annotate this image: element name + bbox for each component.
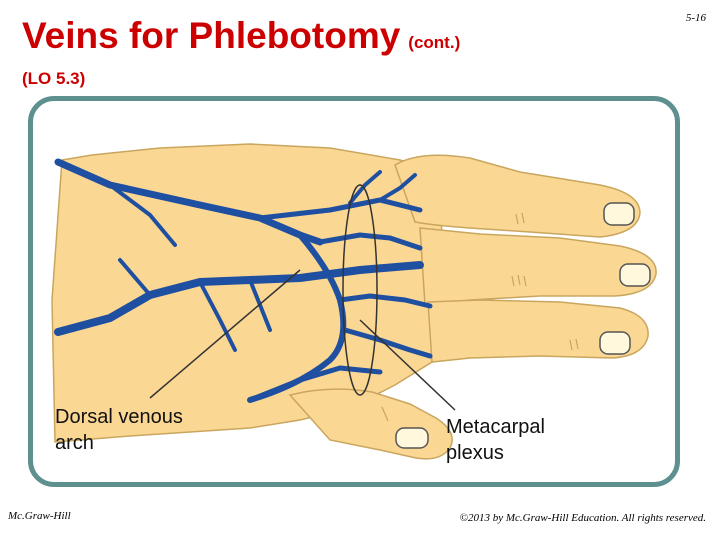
slide-number: 5-16 [685, 12, 706, 24]
slide-title: Veins for Phlebotomy (cont.) [22, 15, 461, 57]
label-dorsal-venous-arch: Dorsal venous arch [55, 406, 183, 454]
vein-metacarpal-1 [257, 197, 423, 221]
nail-ring [599, 331, 631, 355]
vein-wrist-small [108, 183, 177, 297]
vein-metacarpal-3 [337, 293, 433, 309]
finger-thumb [288, 388, 453, 460]
slide-title-suffix: (cont.) [408, 33, 461, 52]
metacarpal-plexus-ellipse [342, 184, 378, 396]
nail-thumb [395, 427, 429, 449]
finger-index [394, 154, 641, 238]
learning-objective: (LO 5.3) [22, 69, 86, 88]
footer-copyright: ©2013 by Mc.Graw-Hill Education. All rig… [459, 512, 706, 524]
label-metacarpal-plexus: Metacarpal plexus [446, 416, 545, 464]
vein-metacarpal-4 [342, 327, 433, 359]
vein-branch-upper [348, 170, 417, 205]
nail-index [603, 202, 635, 226]
finger-middle [419, 227, 657, 306]
knuckle-creases [381, 212, 579, 422]
vein-thumb [247, 365, 383, 403]
footer-publisher: Mc.Graw-Hill [8, 510, 71, 522]
leader-metacarpal [359, 319, 456, 411]
nail-middle [619, 263, 651, 287]
finger-ring [427, 299, 649, 363]
vein-dorsal-arch [54, 261, 424, 336]
leader-dorsal [149, 269, 301, 399]
slide-title-text: Veins for Phlebotomy [22, 15, 401, 56]
